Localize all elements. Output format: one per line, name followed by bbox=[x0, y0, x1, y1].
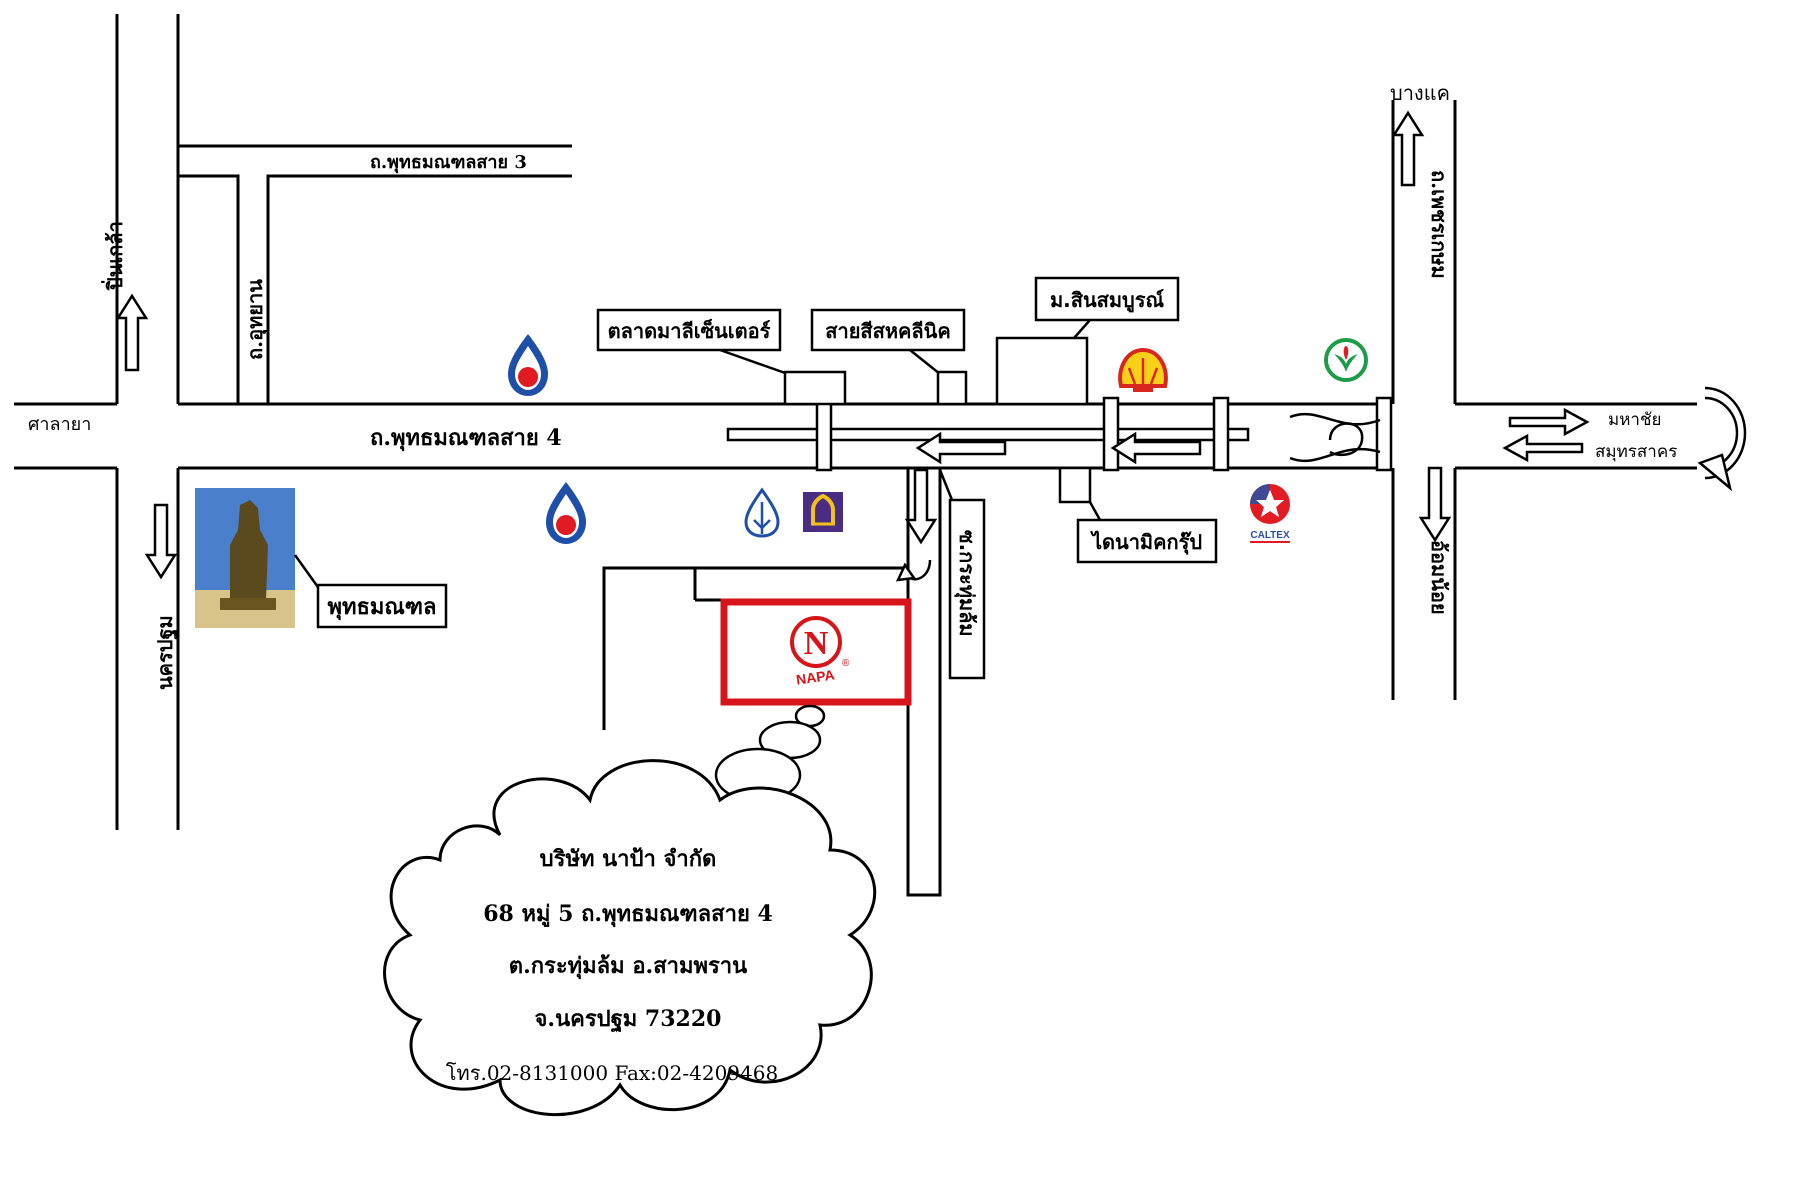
statue-figure bbox=[230, 500, 268, 600]
loop-ramp bbox=[1328, 422, 1364, 457]
cloud-shape bbox=[383, 759, 877, 1117]
talad-mali-building bbox=[783, 370, 847, 406]
saisi-clinic-box bbox=[810, 308, 966, 352]
soi-pointer bbox=[938, 469, 954, 501]
napa-logo-icon: N NAPA ® bbox=[790, 616, 850, 688]
label-dir-sala-ya: ศาลายา bbox=[28, 414, 91, 435]
napa-building: N NAPA ® bbox=[720, 598, 912, 706]
dynamic-label: ไดนามิคกรุ๊ป bbox=[1090, 530, 1202, 555]
soi-label-box bbox=[948, 498, 986, 680]
label-road-sai3: ถ.พุทธมณฑลสาย 3 bbox=[370, 152, 527, 174]
dynamic-building bbox=[1058, 466, 1092, 504]
label-road-phetkasem: ถ.เพชรเกษม bbox=[1427, 170, 1451, 279]
talad-mali-box bbox=[596, 308, 782, 352]
company-contact: โทร.02-8131000 Fax:02-4209468 bbox=[446, 1061, 778, 1085]
buddha-statue-image bbox=[195, 488, 295, 628]
side-road-edge bbox=[602, 566, 908, 730]
arrow-left-from-mahachai bbox=[1502, 433, 1584, 463]
dynamic-box bbox=[1076, 518, 1218, 564]
sinsombun-building bbox=[995, 336, 1089, 406]
shell-logo-icon bbox=[1118, 347, 1168, 392]
block-edge bbox=[178, 174, 240, 404]
bangkok-bank-logo-icon bbox=[744, 487, 780, 538]
label-dir-samut-sakhon: สมุทรสาคร bbox=[1595, 442, 1677, 462]
arrow-left-2 bbox=[1110, 431, 1202, 465]
arrow-up-pinklao bbox=[115, 293, 149, 372]
label-dir-nakhon-pathom: นครปฐม bbox=[153, 615, 179, 690]
road-network bbox=[14, 14, 1747, 897]
ptt-logo-icon bbox=[546, 482, 586, 544]
label-dir-om-noi: อ้อมน้อย bbox=[1427, 540, 1451, 615]
arrow-down-soi bbox=[904, 468, 938, 545]
company-address-2: ต.กระทุ่มล้ม อ.สามพราน bbox=[509, 953, 747, 980]
flow-line-2 bbox=[1289, 447, 1381, 463]
label-road-uthayan: ถ.อุทยาน bbox=[243, 279, 268, 360]
phutthamonthon-pointer bbox=[293, 554, 322, 591]
phutthamonthon-box bbox=[316, 583, 448, 629]
napa-registered: ® bbox=[842, 658, 850, 669]
road-labels: ถ.พุทธมณฑลสาย 3 ถ.พุทธมณฑลสาย 4 ถ.อุทยาน… bbox=[28, 81, 1677, 690]
napa-text: NAPA bbox=[795, 666, 835, 687]
napa-letter: N bbox=[804, 625, 829, 662]
scb-logo-icon bbox=[803, 492, 843, 532]
company-name: บริษัท นาป้า จำกัด bbox=[540, 846, 717, 872]
soi-label: ซ.กระทุ่มล้ม bbox=[954, 530, 979, 637]
statue-base bbox=[220, 598, 276, 610]
flow-line-1 bbox=[1289, 412, 1381, 426]
pillar-2 bbox=[1102, 396, 1120, 472]
caltex-text: CALTEX bbox=[1250, 530, 1290, 541]
pillar-4 bbox=[1375, 396, 1393, 472]
label-dir-mahachai: มหาชัย bbox=[1608, 410, 1661, 430]
soi-turn-arrowhead bbox=[895, 562, 917, 582]
uthayan-road-edge bbox=[266, 174, 572, 404]
arrow-right-mahachai bbox=[1508, 407, 1590, 437]
direction-arrows bbox=[115, 110, 1590, 582]
phutthamonthon-label: พุทธมณฑล bbox=[327, 595, 436, 621]
company-address-3: จ.นครปฐม 73220 bbox=[535, 1006, 722, 1033]
pillar-3 bbox=[1212, 396, 1230, 472]
arrow-down-om-noi bbox=[1418, 466, 1452, 543]
sinsombun-box bbox=[1034, 276, 1180, 322]
arrow-up-bang-khae bbox=[1391, 110, 1425, 187]
talad-mali-label: ตลาดมาลีเซ็นเตอร์ bbox=[608, 318, 771, 343]
caltex-logo-icon: CALTEX bbox=[1250, 484, 1290, 543]
saisi-clinic-label: สายสีสหคลีนิค bbox=[825, 319, 950, 343]
arrow-down-nakhon-pathom bbox=[144, 503, 178, 580]
logos: CALTEX bbox=[508, 334, 1368, 544]
saisi-clinic-building bbox=[936, 370, 968, 406]
label-dir-bang-khae: บางแค bbox=[1390, 81, 1450, 105]
sinsombun-label: ม.สินสมบูรณ์ bbox=[1050, 288, 1164, 314]
label-dir-pinklao: ปิ่นเกล้า bbox=[100, 221, 127, 291]
company-address-1: 68 หมู่ 5 ถ.พุทธมณฑลสาย 4 bbox=[483, 901, 773, 928]
address-cloud: บริษัท นาป้า จำกัด 68 หมู่ 5 ถ.พุทธมณฑลส… bbox=[383, 704, 877, 1117]
ptt-logo-icon bbox=[508, 334, 548, 396]
u-turn-arrowhead bbox=[1697, 453, 1733, 492]
landmarks: ตลาดมาลีเซ็นเตอร์ สายสีสหคลีนิค ม.สินสมบ… bbox=[195, 276, 1218, 680]
kbank-logo-icon bbox=[1324, 338, 1368, 382]
main-road-median bbox=[726, 427, 1250, 442]
dynamic-pointer bbox=[1088, 501, 1102, 521]
pillar-1 bbox=[815, 396, 833, 472]
label-road-sai4: ถ.พุทธมณฑลสาย 4 bbox=[370, 425, 562, 452]
arrow-left-1 bbox=[915, 431, 1007, 465]
